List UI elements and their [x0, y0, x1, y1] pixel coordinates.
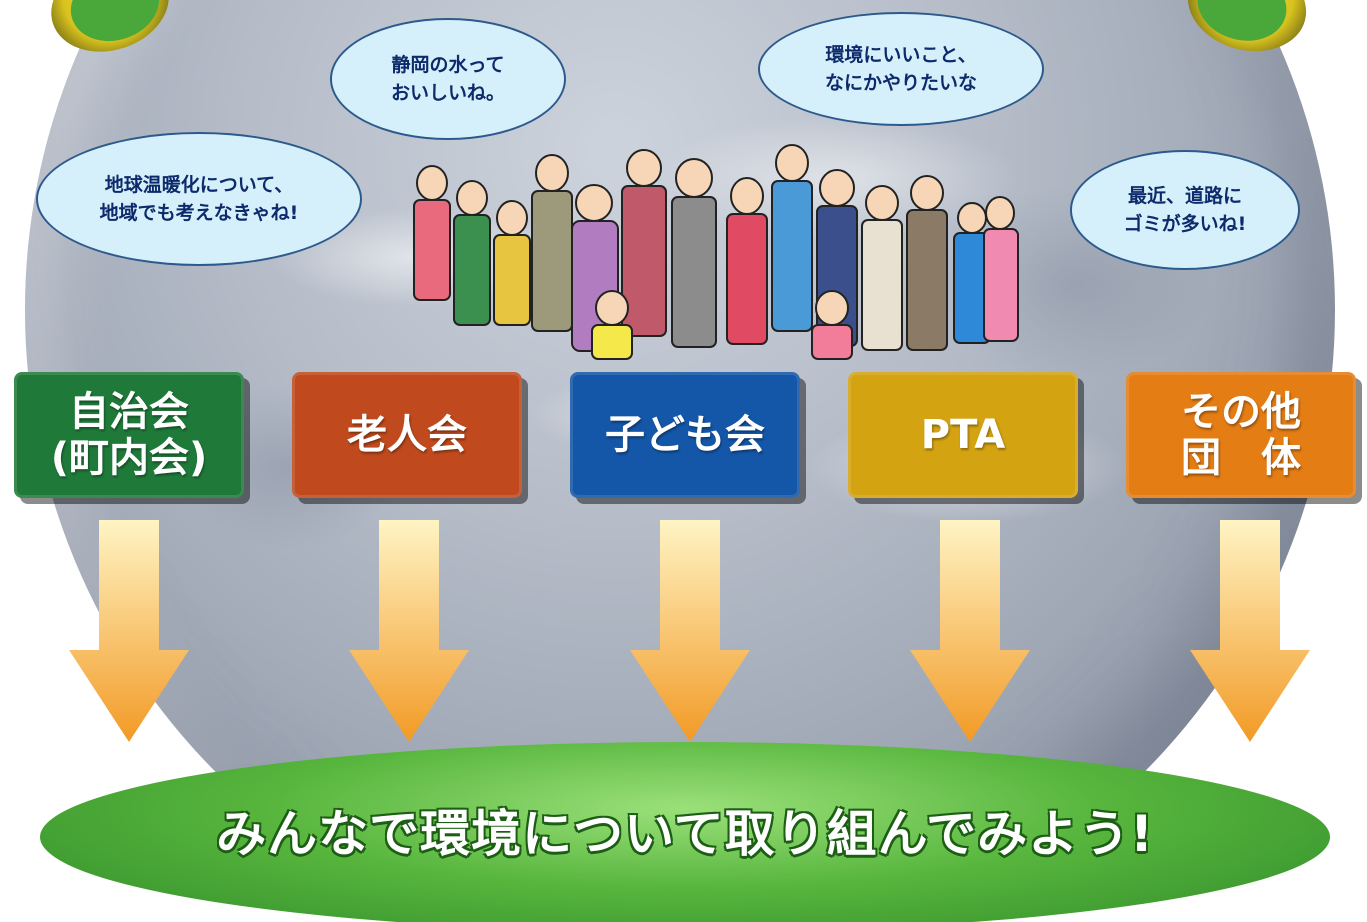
group-box-neighborhood-association: 自治会 (町内会)	[14, 372, 244, 498]
group-box-childrens-club: 子ども会	[570, 372, 800, 498]
group-label: 子ども会	[605, 412, 765, 458]
speech-bubble-global-warming: 地球温暖化について、 地域でも考えなきゃね!	[36, 132, 362, 266]
group-label: 自治会 (町内会)	[50, 389, 208, 481]
down-arrow-3	[630, 520, 750, 742]
speech-bubble-environment: 環境にいいこと、 なにかやりたいな	[758, 12, 1044, 126]
speech-bubble-text: 最近、道路に ゴミが多いね!	[1123, 185, 1247, 235]
group-label: その他 団 体	[1181, 389, 1301, 481]
speech-bubble-text: 静岡の水って おいしいね。	[390, 54, 505, 104]
group-box-other-organizations: その他 団 体	[1126, 372, 1356, 498]
slogan-text: みんなで環境について取り組んでみよう!	[216, 805, 1154, 863]
group-label: 老人会	[347, 412, 467, 458]
down-arrow-1	[69, 520, 189, 742]
slogan-banner: みんなで環境について取り組んでみよう!	[40, 742, 1330, 922]
group-box-pta: PTA	[848, 372, 1078, 498]
down-arrow-4	[910, 520, 1030, 742]
speech-bubble-text: 環境にいいこと、 なにかやりたいな	[824, 44, 977, 94]
down-arrow-5	[1190, 520, 1310, 742]
person-figures	[413, 144, 1019, 360]
speech-bubble-text: 地球温暖化について、 地域でも考えなきゃね!	[99, 174, 299, 224]
speech-bubble-litter: 最近、道路に ゴミが多いね!	[1070, 150, 1300, 270]
group-label: PTA	[920, 412, 1006, 458]
down-arrow-2	[349, 520, 469, 742]
speech-bubble-water: 静岡の水って おいしいね。	[330, 18, 566, 140]
group-box-seniors-club: 老人会	[292, 372, 522, 498]
crowd-illustration	[413, 144, 1019, 360]
